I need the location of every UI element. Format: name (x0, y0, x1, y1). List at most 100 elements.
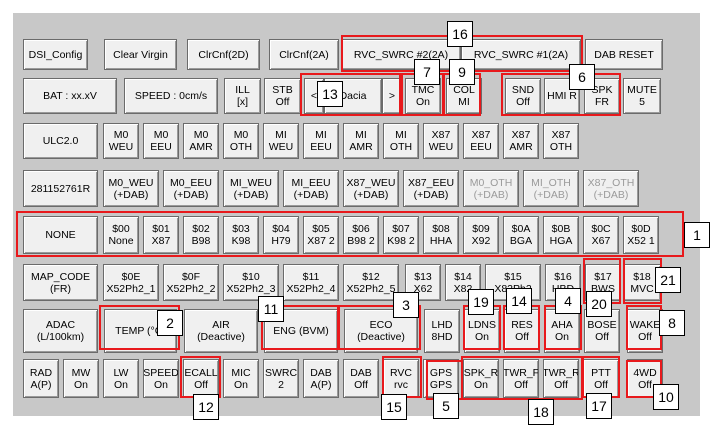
x87-amr-button[interactable]: X87 AMR (503, 123, 539, 159)
rvc-swrc-1-button[interactable]: RVC_SWRC #1(2A) (461, 39, 581, 70)
code-0d-button[interactable]: $0D X52 1 (623, 216, 659, 254)
callout-number-16: 16 (447, 21, 473, 47)
code-05-button[interactable]: $05 X87 2 (303, 216, 339, 254)
x87-weu-dab-button[interactable]: X87_WEU (+DAB) (343, 170, 399, 207)
aha-button[interactable]: AHA On (544, 309, 580, 353)
m0-eeu-dab-button[interactable]: M0_EEU (+DAB) (163, 170, 219, 207)
code-01-button[interactable]: $01 X87 (143, 216, 179, 254)
mw-button[interactable]: MW On (63, 359, 99, 398)
code-04-button[interactable]: $04 H79 (263, 216, 299, 254)
code-0a-button[interactable]: $0A BGA (503, 216, 539, 254)
spk-button[interactable]: SPK FR (584, 78, 620, 114)
ptt-button[interactable]: PTT Off (583, 359, 619, 398)
callout-number-9: 9 (449, 59, 475, 85)
dsi-config-button[interactable]: DSI_Config (23, 39, 88, 70)
map-code-button[interactable]: MAP_CODE (FR) (23, 264, 98, 301)
twr-r-button[interactable]: TWR_R Off (543, 359, 579, 398)
m0-eeu-button[interactable]: M0 EEU (143, 123, 179, 159)
code-08-button[interactable]: $08 HHA (423, 216, 459, 254)
dab-reset-button[interactable]: DAB RESET (585, 39, 663, 70)
ecall-button[interactable]: ECALL Off (183, 359, 219, 398)
part-no-button[interactable]: 281152761R (23, 170, 98, 207)
air-button[interactable]: AIR (Deactive) (184, 309, 258, 353)
clear-virgin-button[interactable]: Clear Virgin (104, 39, 177, 70)
callout-number-19: 19 (468, 289, 494, 315)
code-10-button[interactable]: $10 X52Ph2_3 (223, 264, 279, 301)
rvc-swrc-2-button[interactable]: RVC_SWRC #2(2A) (341, 39, 461, 70)
code-06-button[interactable]: $06 B98 2 (343, 216, 379, 254)
x87-eeu-dab-button[interactable]: X87_EEU (+DAB) (403, 170, 459, 207)
m0-amr-button[interactable]: M0 AMR (183, 123, 219, 159)
code-03-button[interactable]: $03 K98 (223, 216, 259, 254)
wake-button[interactable]: WAKE Off (627, 309, 663, 353)
m0-weu-button[interactable]: M0 WEU (103, 123, 139, 159)
callout-number-8: 8 (659, 310, 685, 336)
callout-number-3: 3 (393, 292, 419, 318)
x87-weu-button[interactable]: X87 WEU (423, 123, 459, 159)
callout-number-17: 17 (586, 393, 612, 419)
dab-button[interactable]: DAB A(P) (303, 359, 339, 398)
adac-button[interactable]: ADAC (L/100km) (23, 309, 98, 353)
mi-eeu-button[interactable]: MI EEU (303, 123, 339, 159)
callout-number-2: 2 (157, 310, 183, 336)
x87-eeu-button[interactable]: X87 EEU (463, 123, 499, 159)
m0-oth-dab-button[interactable]: M0_OTH (+DAB) (463, 170, 519, 207)
code-07-button[interactable]: $07 K98 2 (383, 216, 419, 254)
x87-oth-button[interactable]: X87 OTH (543, 123, 579, 159)
x87-oth-dab-button[interactable]: X87_OTH (+DAB) (583, 170, 639, 207)
dab-off-button[interactable]: DAB Off (343, 359, 379, 398)
callout-number-12: 12 (193, 394, 219, 420)
callout-number-4: 4 (555, 288, 581, 314)
mi-eeu-dab-button[interactable]: MI_EEU (+DAB) (283, 170, 339, 207)
ill-button[interactable]: ILL [x] (224, 78, 261, 114)
m0-weu-dab-button[interactable]: M0_WEU (+DAB) (103, 170, 159, 207)
swrc-button[interactable]: SWRC 2 (263, 359, 299, 398)
next-button[interactable]: > (382, 78, 402, 114)
callout-number-20: 20 (586, 291, 612, 317)
gps-button[interactable]: GPS GPS (423, 359, 459, 398)
callout-number-21: 21 (655, 267, 681, 293)
config-panel (13, 13, 700, 416)
clrcnf-2a-button[interactable]: ClrCnf(2A) (269, 39, 339, 70)
mic-button[interactable]: MIC On (223, 359, 259, 398)
code-00-button[interactable]: $00 None (103, 216, 139, 254)
mute-button[interactable]: MUTE 5 (623, 78, 661, 114)
stb-button[interactable]: STB Off (264, 78, 301, 114)
code-0c-button[interactable]: $0C X67 (583, 216, 619, 254)
mi-oth-button[interactable]: MI OTH (383, 123, 419, 159)
rvc-button[interactable]: RVC rvc (383, 359, 419, 398)
m0-oth-button[interactable]: M0 OTH (223, 123, 259, 159)
bat-button[interactable]: BAT : xx.xV (23, 78, 117, 114)
mi-weu-dab-button[interactable]: MI_WEU (+DAB) (223, 170, 279, 207)
ldns-button[interactable]: LDNS On (464, 309, 500, 353)
mi-weu-button[interactable]: MI WEU (263, 123, 299, 159)
lhd-button[interactable]: LHD 8HD (424, 309, 460, 353)
callout-number-5: 5 (433, 393, 459, 419)
none-button[interactable]: NONE (23, 216, 98, 254)
callout-number-6: 6 (569, 64, 595, 90)
twr-f-button[interactable]: TWR_F Off (503, 359, 539, 398)
code-09-button[interactable]: $09 X92 (463, 216, 499, 254)
callout-number-14: 14 (506, 288, 532, 314)
callout-number-1: 1 (684, 222, 710, 248)
rad-button[interactable]: RAD A(P) (23, 359, 59, 398)
speed-button[interactable]: SPEED : 0cm/s (124, 78, 218, 114)
callout-number-11: 11 (258, 296, 284, 322)
mi-oth-dab-button[interactable]: MI_OTH (+DAB) (523, 170, 579, 207)
callout-number-10: 10 (653, 384, 679, 410)
res-button[interactable]: RES Off (504, 309, 540, 353)
clrcnf-2d-button[interactable]: ClrCnf(2D) (187, 39, 260, 70)
code-0b-button[interactable]: $0B HGA (543, 216, 579, 254)
code-0f-button[interactable]: $0F X52Ph2_2 (163, 264, 219, 301)
callout-number-15: 15 (381, 394, 407, 420)
speed-on-button[interactable]: SPEED On (143, 359, 179, 398)
code-0e-button[interactable]: $0E X52Ph2_1 (103, 264, 159, 301)
snd-button[interactable]: SND Off (505, 78, 541, 114)
mi-amr-button[interactable]: MI AMR (343, 123, 379, 159)
ulc-button[interactable]: ULC2.0 (23, 123, 98, 159)
code-02-button[interactable]: $02 B98 (183, 216, 219, 254)
code-12-button[interactable]: $12 X52Ph2_5 (343, 264, 399, 301)
lw-button[interactable]: LW On (103, 359, 139, 398)
code-11-button[interactable]: $11 X52Ph2_4 (283, 264, 339, 301)
spk-r-button[interactable]: SPK_R On (463, 359, 499, 398)
